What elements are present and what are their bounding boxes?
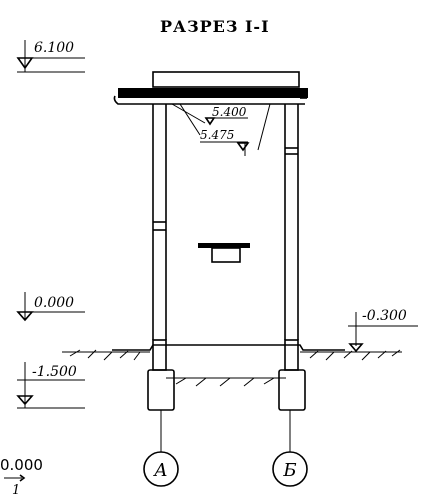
leader-lines: [171, 103, 271, 151]
foundation-right: [278, 339, 306, 411]
level-marker-foundation: -1.500: [16, 362, 85, 409]
level-label-5475: 5.475: [200, 128, 234, 142]
level-label-top: 6.100: [34, 40, 74, 56]
column-left: [152, 104, 167, 340]
axis-a: А: [143, 410, 179, 487]
axis-label-a: А: [152, 460, 168, 481]
roof-slab: [113, 71, 308, 105]
level-marker-5475: 5.475: [200, 128, 250, 156]
level-marker-zero: 0.000: [16, 292, 85, 322]
section-title: РАЗРЕЗ I-I: [160, 17, 270, 36]
level-marker-5400: 5.400: [204, 105, 248, 126]
axis-label-b: Б: [282, 460, 296, 481]
central-fixture: [198, 243, 250, 263]
level-marker-right: -0.300: [348, 308, 418, 353]
corner-reference: 0.000 1: [0, 456, 43, 496]
axis-b: Б: [272, 410, 308, 487]
foundation-left: [147, 339, 175, 411]
level-label-foundation: -1.500: [32, 364, 77, 380]
level-label-right: -0.300: [362, 308, 407, 324]
level-label-zero: 0.000: [34, 295, 74, 311]
level-label-5400: 5.400: [212, 105, 247, 119]
corner-sub: 1: [12, 483, 20, 496]
ground-line: [62, 344, 402, 387]
level-marker-top: 6.100: [16, 40, 85, 73]
corner-value: 0.000: [0, 456, 43, 474]
column-right: [284, 104, 299, 340]
